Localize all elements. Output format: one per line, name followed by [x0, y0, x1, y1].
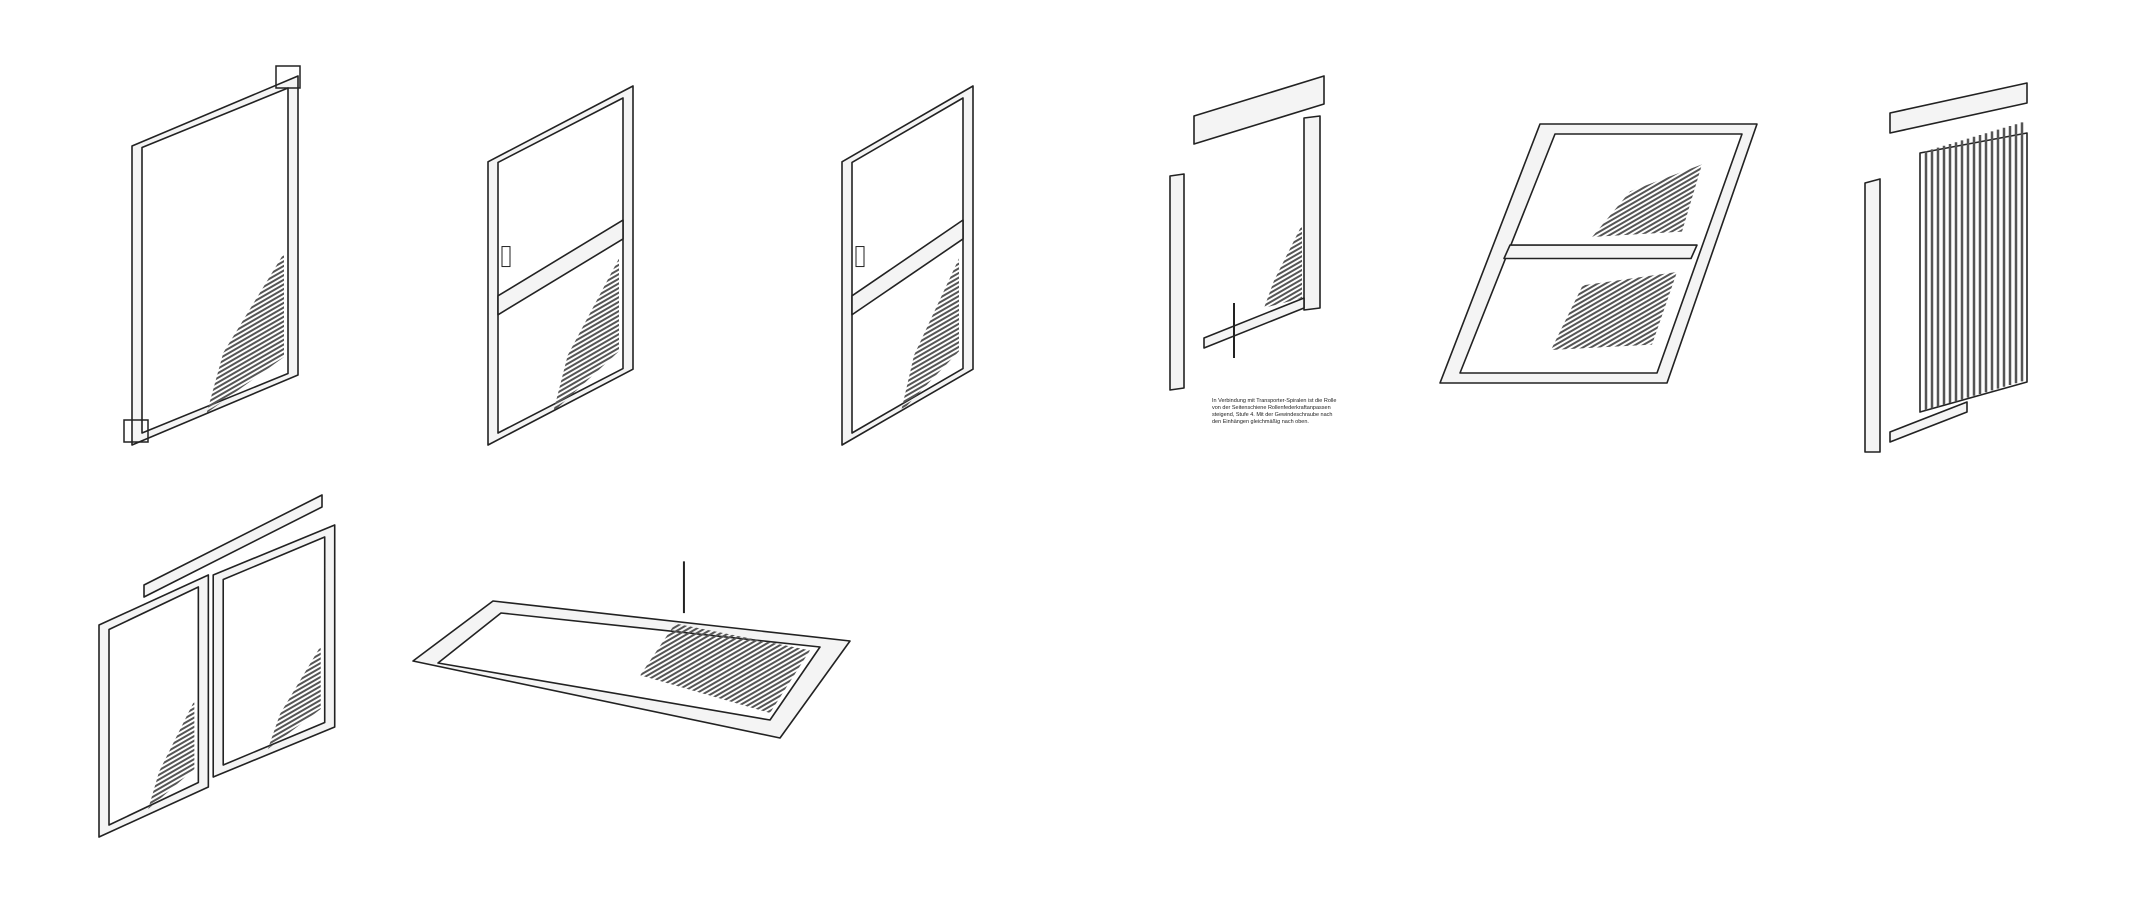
figure-skylight-frame-screen	[412, 551, 851, 758]
figure-door-frame-screen-variant	[834, 76, 981, 455]
top-rail	[1889, 82, 2028, 134]
mesh-area	[1264, 224, 1302, 308]
mesh-area	[640, 623, 810, 713]
roller-drawing	[1169, 75, 1325, 391]
door-drawing	[487, 85, 634, 446]
mesh-area	[267, 645, 321, 749]
mesh-area	[1592, 164, 1702, 237]
bottom-bar	[1203, 297, 1305, 349]
left-rail	[1169, 173, 1185, 391]
side-rail	[1864, 178, 1881, 453]
pleated-drawing	[1864, 82, 2028, 453]
figure-roller-screen	[1164, 75, 1344, 448]
mesh-area	[148, 700, 195, 809]
mesh-area	[900, 258, 959, 412]
inner-frame	[108, 586, 200, 826]
figure-window-frame-screen	[123, 65, 306, 455]
right-rail	[1303, 115, 1321, 311]
flat-drawing	[412, 561, 851, 739]
inner-frame	[141, 87, 289, 434]
mesh-area	[1550, 271, 1677, 350]
roller-caption: In Verbindung mit Transporter-Spiralen i…	[1212, 398, 1337, 425]
handle	[855, 246, 865, 268]
top-bar	[143, 494, 323, 598]
corner-connector	[275, 65, 301, 89]
corner-connector	[123, 419, 149, 443]
figure-double-window-screen	[98, 485, 342, 847]
cross-bar	[1503, 244, 1698, 260]
figure-door-frame-screen	[480, 76, 641, 455]
frame-drawing	[123, 65, 301, 446]
door-drawing	[841, 85, 974, 446]
double-drawing	[98, 494, 336, 838]
figure-pleated-screen	[1860, 82, 2037, 453]
mesh-area	[553, 258, 619, 412]
bottom-rail	[1889, 401, 1968, 443]
cross-bar	[497, 219, 624, 316]
mesh-area	[206, 253, 284, 413]
cross-bar	[851, 219, 964, 316]
roller-box	[1193, 75, 1325, 145]
roof-drawing	[1439, 123, 1758, 384]
handle	[501, 246, 511, 268]
figure-roof-window-screen	[1439, 123, 1758, 393]
